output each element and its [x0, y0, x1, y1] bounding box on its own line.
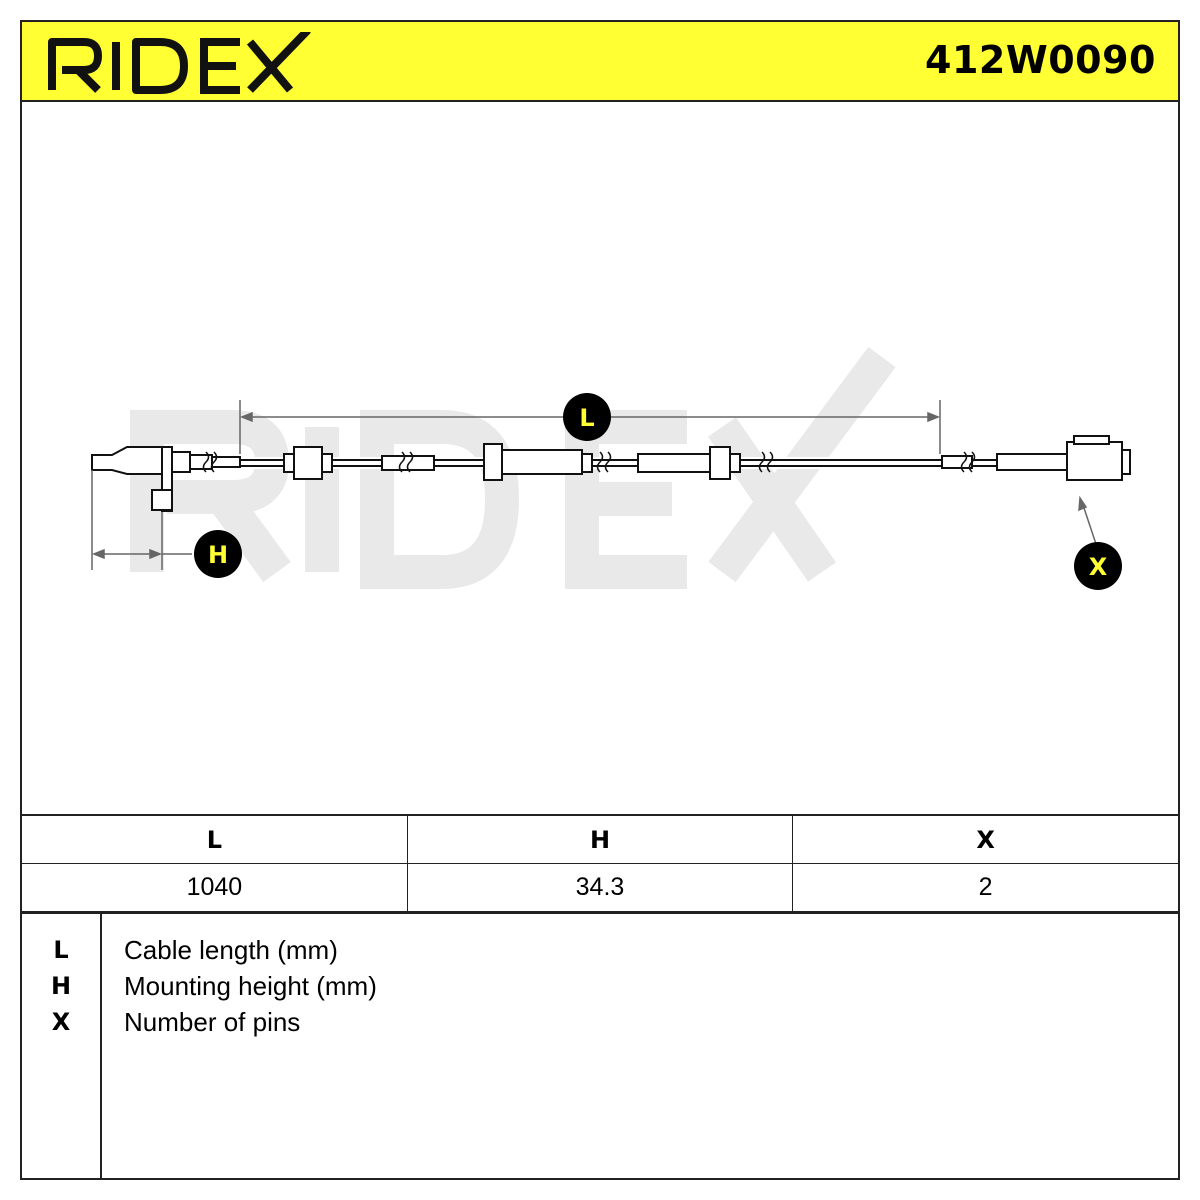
legend: L H X Cable length (mm) Mounting height …	[22, 912, 1178, 1178]
connector-plug	[1066, 435, 1131, 481]
technical-drawing: L H X	[22, 102, 1178, 814]
legend-keys-column: L H X	[22, 914, 102, 1178]
cable-break-marks	[202, 451, 976, 473]
part-number: 412W0090	[925, 38, 1156, 82]
specs-header-x: X	[792, 814, 1178, 864]
height-dimension	[91, 470, 192, 570]
legend-key-l: L	[53, 936, 69, 964]
specs-value-row: 1040 34.3 2	[22, 863, 1178, 912]
length-marker-label: L	[579, 404, 594, 432]
legend-desc-cable-length: Cable length (mm)	[124, 935, 338, 965]
specs-value-h: 34.3	[406, 863, 794, 912]
pins-marker-label: X	[1089, 553, 1108, 581]
legend-key-h: H	[50, 972, 72, 1000]
legend-descriptions: Cable length (mm) Mounting height (mm) N…	[124, 932, 377, 1040]
product-sheet: 412W0090	[20, 20, 1180, 1180]
sensor-head	[91, 446, 241, 512]
header-bar: 412W0090	[22, 22, 1178, 102]
specs-value-x: 2	[792, 863, 1178, 912]
sensor-cable-diagram: L H X	[91, 346, 1132, 590]
specs-table: L H X 1040 34.3 2	[22, 814, 1178, 912]
legend-desc-mounting-height: Mounting height (mm)	[124, 971, 377, 1001]
specs-value-l: 1040	[22, 863, 408, 912]
specs-header-row: L H X	[22, 814, 1178, 864]
ridex-logo	[48, 32, 311, 94]
specs-header-h: H	[406, 814, 794, 864]
sensor-cable	[92, 457, 1132, 469]
pins-pointer	[1078, 495, 1098, 548]
height-marker: H	[194, 530, 242, 578]
specs-header-l: L	[22, 814, 408, 864]
height-marker-label: H	[208, 541, 228, 569]
legend-key-x: X	[51, 1008, 71, 1036]
legend-desc-number-of-pins: Number of pins	[124, 1007, 301, 1037]
length-marker: L	[563, 393, 611, 441]
pins-marker: X	[1074, 542, 1122, 590]
